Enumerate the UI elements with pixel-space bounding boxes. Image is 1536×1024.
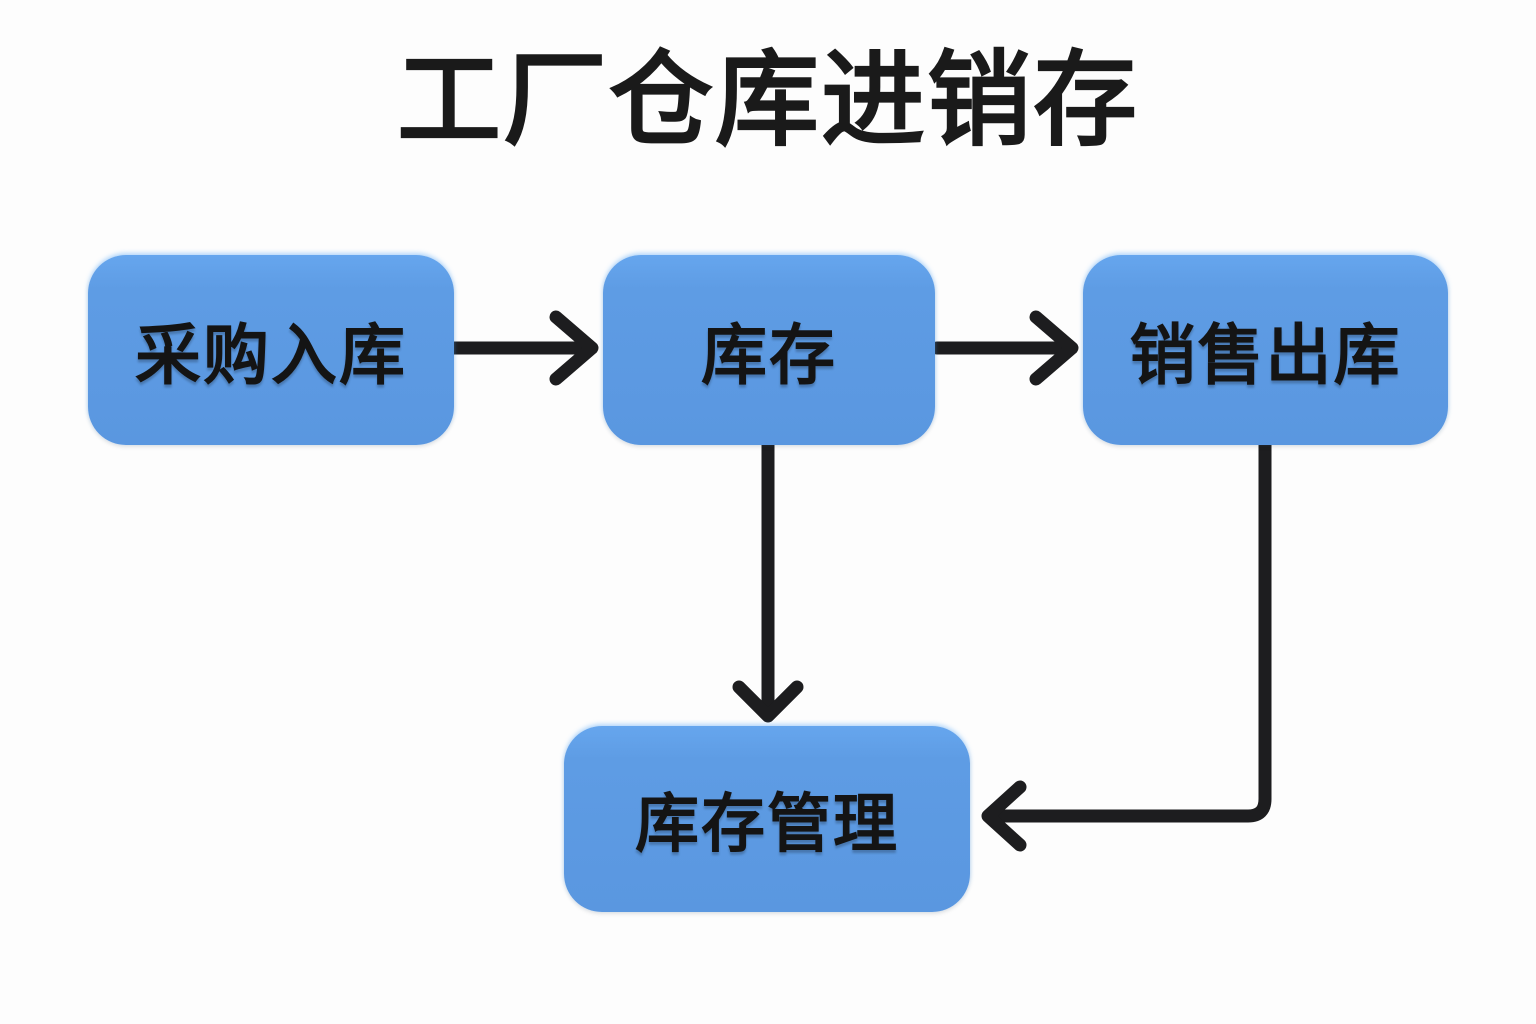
node-sales-outbound[interactable]: 销售出库 xyxy=(1083,255,1448,445)
node-inventory-management[interactable]: 库存管理 xyxy=(564,726,970,912)
node-sales-outbound-label: 销售出库 xyxy=(1129,317,1402,394)
arrow-purchase-to-inventory xyxy=(445,310,599,386)
node-inventory-label: 库存 xyxy=(701,317,837,394)
arrow-sales-to-management xyxy=(981,438,1272,852)
arrow-inventory-to-management xyxy=(732,438,804,723)
node-purchase-inbound[interactable]: 采购入库 xyxy=(88,255,454,445)
arrow-inventory-to-sales xyxy=(930,310,1079,386)
node-inventory[interactable]: 库存 xyxy=(603,255,935,445)
node-purchase-inbound-label: 采购入库 xyxy=(135,317,407,394)
page-title: 工厂仓库进销存 xyxy=(396,39,1139,161)
node-inventory-management-label: 库存管理 xyxy=(635,788,899,862)
